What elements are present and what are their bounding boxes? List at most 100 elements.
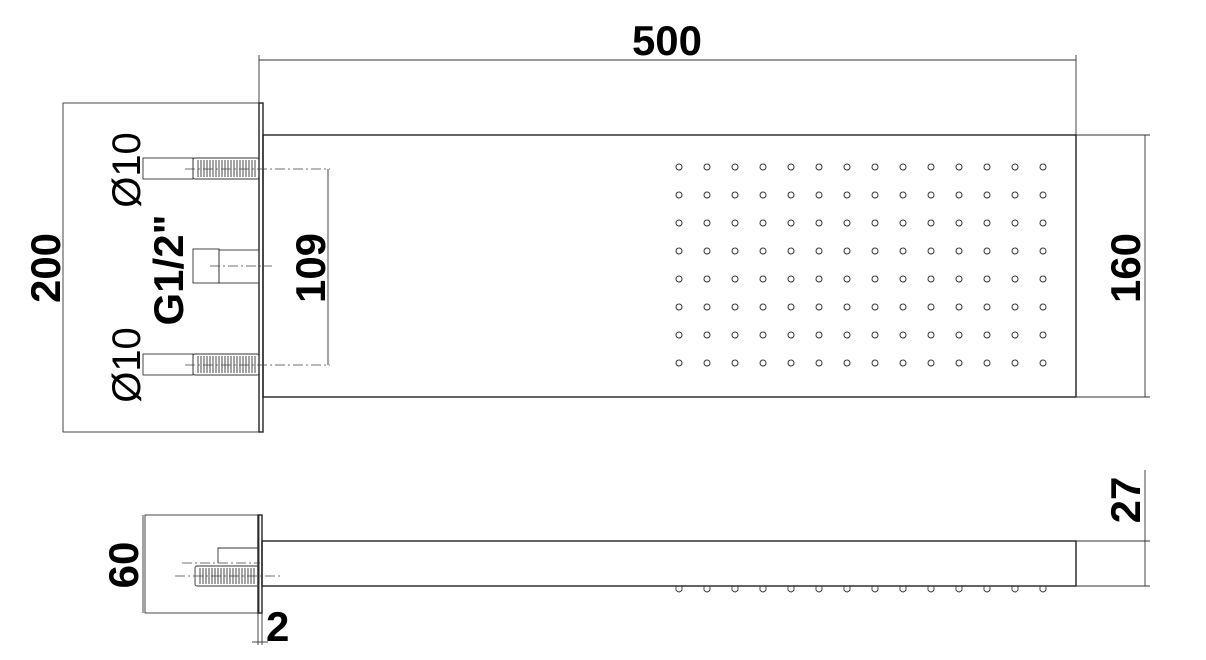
nozzle (983, 163, 991, 171)
nozzle (1011, 275, 1019, 283)
nozzle-side (675, 586, 683, 593)
nozzle (843, 303, 851, 311)
nozzle-side (703, 586, 711, 593)
nozzle (983, 303, 991, 311)
nozzle-side (871, 586, 879, 593)
nozzle (899, 331, 907, 339)
nozzle (955, 303, 963, 311)
inlet-pin-top (142, 157, 260, 180)
nozzle (731, 303, 739, 311)
nozzle (1039, 275, 1047, 283)
dimension-500: 500 (632, 17, 702, 64)
nozzle (843, 331, 851, 339)
nozzle (1039, 303, 1047, 311)
nozzle (815, 331, 823, 339)
dimension-109: 109 (287, 233, 334, 303)
nozzle (787, 247, 795, 255)
nozzle (927, 331, 935, 339)
nozzle (871, 163, 879, 171)
nozzle (927, 219, 935, 227)
nozzle (703, 359, 711, 367)
nozzle (787, 163, 795, 171)
nozzle (759, 359, 767, 367)
dimension-60: 60 (100, 542, 147, 589)
nozzle (955, 163, 963, 171)
nozzle (955, 275, 963, 283)
nozzle-side (983, 586, 991, 593)
nozzle (675, 191, 683, 199)
nozzle (731, 163, 739, 171)
nozzle (675, 331, 683, 339)
dimension-2: 2 (266, 603, 289, 650)
nozzle-side (955, 586, 963, 593)
nozzle (675, 247, 683, 255)
nozzle (703, 331, 711, 339)
nozzle (1039, 331, 1047, 339)
nozzle-side (787, 586, 795, 593)
nozzle (787, 359, 795, 367)
dimension-160: 160 (1102, 233, 1149, 303)
nozzle (703, 191, 711, 199)
side-view: 60 27 2 (100, 470, 1150, 650)
nozzle (871, 359, 879, 367)
nozzle (703, 247, 711, 255)
nozzle (1011, 303, 1019, 311)
nozzle (899, 359, 907, 367)
nozzle (871, 191, 879, 199)
nozzle (983, 191, 991, 199)
nozzle (983, 359, 991, 367)
nozzle (731, 191, 739, 199)
nozzle (759, 331, 767, 339)
nozzle (927, 275, 935, 283)
nozzle (843, 191, 851, 199)
nozzle (955, 359, 963, 367)
nozzle (731, 275, 739, 283)
nozzle (787, 303, 795, 311)
nozzle (955, 331, 963, 339)
nozzle (759, 247, 767, 255)
nozzle (759, 191, 767, 199)
nozzle (1011, 331, 1019, 339)
nozzle (983, 247, 991, 255)
nozzle (815, 359, 823, 367)
nozzle (703, 163, 711, 171)
nozzle (843, 219, 851, 227)
nozzle (955, 219, 963, 227)
nozzle (759, 303, 767, 311)
nozzle (787, 331, 795, 339)
shower-head-body-side (261, 540, 1077, 587)
dimension-27: 27 (1102, 477, 1149, 524)
nozzle (871, 303, 879, 311)
nozzle (1039, 219, 1047, 227)
label-thread: G1/2" (145, 215, 192, 326)
nozzle (675, 359, 683, 367)
nozzle (927, 191, 935, 199)
nozzle (871, 331, 879, 339)
nozzle (983, 275, 991, 283)
nozzle (815, 163, 823, 171)
nozzle-side (1039, 586, 1047, 593)
nozzle-side (759, 586, 767, 593)
nozzle (759, 163, 767, 171)
nozzle (675, 163, 683, 171)
nozzle-side (815, 586, 823, 593)
nozzle (787, 219, 795, 227)
nozzle (787, 275, 795, 283)
nozzle (675, 275, 683, 283)
nozzle (731, 359, 739, 367)
top-view: 500 200 160 109 Ø10 Ø10 (22, 17, 1150, 433)
nozzle (703, 303, 711, 311)
nozzle (1039, 191, 1047, 199)
nozzle-grid (675, 163, 1047, 367)
nozzle (1011, 219, 1019, 227)
label-diameter-top: Ø10 (105, 132, 149, 208)
nozzle-side (927, 586, 935, 593)
nozzle (899, 219, 907, 227)
nozzle (815, 247, 823, 255)
nozzle (675, 219, 683, 227)
shower-head-body (262, 134, 1077, 398)
nozzle (731, 219, 739, 227)
nozzle (983, 331, 991, 339)
nozzle-side (731, 586, 739, 593)
